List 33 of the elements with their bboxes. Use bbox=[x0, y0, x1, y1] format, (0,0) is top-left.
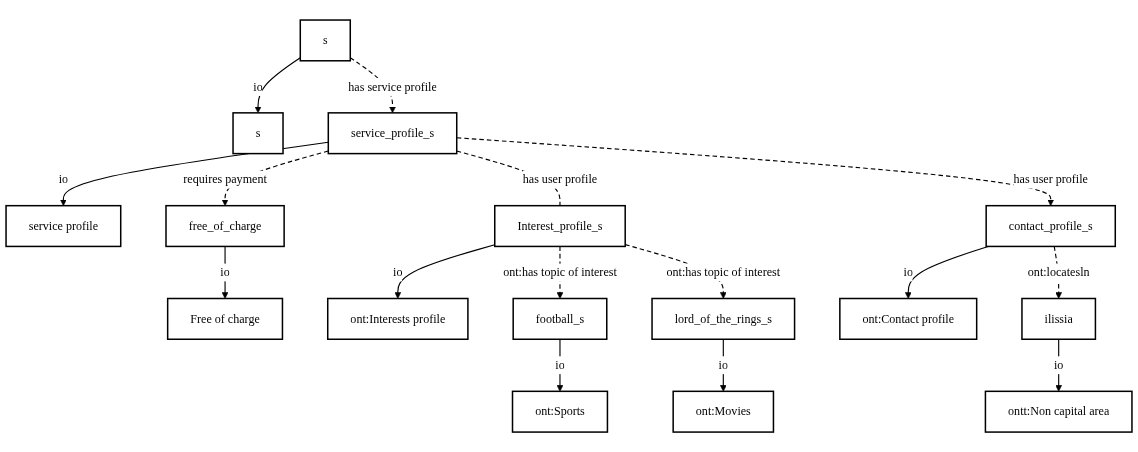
edge-label: requires payment bbox=[183, 172, 267, 186]
edge-label: ont:has topic of interest bbox=[666, 265, 781, 279]
edge-label: ont:has topic of interest bbox=[503, 265, 617, 279]
edge-label: has user profile bbox=[1013, 172, 1088, 186]
edge-label: io bbox=[555, 358, 565, 372]
edge-label: io bbox=[220, 265, 230, 279]
edge-label: io bbox=[903, 265, 913, 279]
node-box: lord_of_the_rings_s bbox=[651, 297, 796, 340]
arrow bbox=[254, 57, 301, 114]
node-box: Free of charge bbox=[166, 297, 284, 340]
node-box: ilissia bbox=[1021, 297, 1097, 340]
node-box: service_profile_s bbox=[327, 112, 458, 155]
edge-label: has service profile bbox=[348, 79, 437, 93]
edge-label: ont:locatesln bbox=[1027, 265, 1090, 279]
node-box: ont:Movies bbox=[672, 390, 775, 433]
node-box: contact_profile_s bbox=[985, 204, 1117, 248]
node-box: s bbox=[299, 19, 352, 62]
node-box: service profile bbox=[5, 204, 122, 248]
edge-label: io bbox=[718, 358, 729, 372]
edge-label: io bbox=[393, 265, 403, 279]
node-box: ont:Sports bbox=[511, 390, 609, 433]
node-box: ont:Interests profile bbox=[326, 297, 469, 340]
node-box: free_of_charge bbox=[165, 204, 285, 248]
node-box: Interest_profile_s bbox=[494, 204, 626, 248]
node-box: football_s bbox=[512, 297, 608, 340]
edge-label: io bbox=[58, 172, 69, 186]
node-box: ont:Contact profile bbox=[839, 297, 978, 340]
edge-label: has user profile bbox=[522, 172, 598, 186]
edge-label: io bbox=[1053, 358, 1064, 372]
arrow bbox=[904, 245, 989, 299]
node-box: s bbox=[232, 112, 284, 155]
node-box: ontt:Non capital area bbox=[984, 390, 1133, 433]
edge-label: io bbox=[253, 79, 263, 93]
